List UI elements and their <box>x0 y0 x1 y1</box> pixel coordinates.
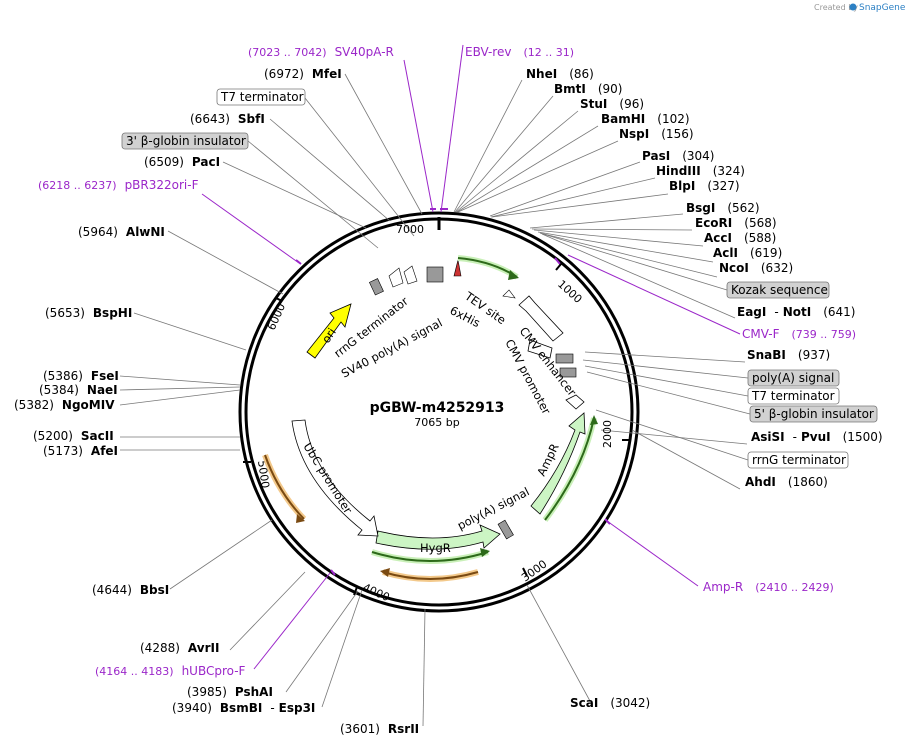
rrng-a <box>403 265 418 285</box>
tick-7000: 7000 <box>396 223 424 236</box>
svg-text:(6972)MfeI: (6972)MfeI <box>264 67 342 81</box>
tick-2000: 2000 <box>601 420 614 448</box>
polya-label: poly(A) signal <box>455 484 532 532</box>
svg-text:(6509)PacI: (6509)PacI <box>144 155 220 169</box>
site-leader-lines <box>119 73 748 727</box>
insulator3-block <box>369 278 384 296</box>
svg-text:AclI(619): AclI(619) <box>713 246 782 260</box>
svg-text:BmtI(90): BmtI(90) <box>554 82 623 96</box>
feature-leader-lines <box>247 97 751 461</box>
box-rrng: rrnG terminator <box>752 453 846 467</box>
svg-text:Amp-R(2410 .. 2429): Amp-R(2410 .. 2429) <box>703 580 834 594</box>
snapgene-logo-icon <box>849 3 857 11</box>
svg-text:ScaI(3042): ScaI(3042) <box>570 696 650 710</box>
primer-leader-lines <box>201 44 741 670</box>
tick-6000: 6000 <box>265 301 288 332</box>
svg-text:AhdI(1860): AhdI(1860) <box>745 475 828 489</box>
svg-text:(3985)PshAI: (3985)PshAI <box>187 685 273 699</box>
feature-boxes: Kozak sequence poly(A) signal T7 termina… <box>121 88 878 469</box>
svg-text:(4164 .. 4183)hUBCpro-F: (4164 .. 4183)hUBCpro-F <box>95 664 246 678</box>
hygr-feature <box>375 524 501 550</box>
plasmid-name: pGBW-m4252913 <box>370 400 505 416</box>
svg-text:(5653)BspHI: (5653)BspHI <box>45 306 132 320</box>
svg-text:(5386)FseI: (5386)FseI <box>43 369 119 383</box>
svg-text:NspI(156): NspI(156) <box>619 127 694 141</box>
ori-feature <box>306 303 352 359</box>
polya-top-block <box>555 353 574 364</box>
his-mark <box>453 259 462 277</box>
svg-text:(5382)NgoMIV: (5382)NgoMIV <box>14 398 115 412</box>
primer-marks <box>295 208 611 576</box>
ubc-feature <box>291 419 379 537</box>
credit-brand: SnapGene <box>859 3 906 13</box>
svg-text:SnaBI(937): SnaBI(937) <box>747 348 830 362</box>
svg-text:(5173)AfeI: (5173)AfeI <box>43 444 118 458</box>
svg-text:PasI(304): PasI(304) <box>642 149 714 163</box>
box-kozak: Kozak sequence <box>731 283 828 297</box>
svg-text:CMV-F(739 .. 759): CMV-F(739 .. 759) <box>742 327 856 341</box>
svg-text:EBV-rev(12 .. 31): EBV-rev(12 .. 31) <box>465 45 574 59</box>
svg-text:(3601)RsrII: (3601)RsrII <box>340 722 419 736</box>
svg-text:(7023 .. 7042)SV40pA-R: (7023 .. 7042)SV40pA-R <box>248 45 394 59</box>
box-t7-right: T7 terminator <box>751 389 835 403</box>
insulator5-block <box>559 367 577 378</box>
svg-text:BamHI(102): BamHI(102) <box>601 112 690 126</box>
svg-text:(4644)BbsI: (4644)BbsI <box>92 583 169 597</box>
svg-text:(5964)AlwNI: (5964)AlwNI <box>78 225 165 239</box>
ori-label: ori <box>319 325 339 345</box>
primer-labels: EBV-rev(12 .. 31) (7023 .. 7042)SV40pA-R… <box>38 45 856 678</box>
site-labels: NheI(86) BmtI(90) StuI(96) BamHI(102) Ns… <box>14 67 883 736</box>
polya-bottom-block <box>497 519 514 540</box>
svg-text:EcoRI(568): EcoRI(568) <box>695 216 777 230</box>
rrng-b <box>565 394 585 410</box>
svg-text:NheI(86): NheI(86) <box>526 67 594 81</box>
svg-text:StuI(96): StuI(96) <box>580 97 644 111</box>
ubc-label: UbC promoter <box>300 440 355 516</box>
sv40-block <box>426 266 444 283</box>
box-polya: poly(A) signal <box>752 371 834 385</box>
svg-text:(6218 .. 6237)pBR322ori-F: (6218 .. 6237)pBR322ori-F <box>38 178 199 192</box>
svg-text:NcoI(632): NcoI(632) <box>719 261 793 275</box>
svg-text:(6643)SbfI: (6643)SbfI <box>190 112 265 126</box>
svg-text:(5384)NaeI: (5384)NaeI <box>39 383 118 397</box>
svg-text:(5200)SacII: (5200)SacII <box>33 429 114 443</box>
svg-text:BsgI(562): BsgI(562) <box>686 201 760 215</box>
t7term-a <box>388 267 404 288</box>
hygr-label: HygR <box>420 541 451 555</box>
svg-text:EagI-NotI(641): EagI-NotI(641) <box>737 305 855 319</box>
credit-text: Created by <box>814 3 858 12</box>
svg-text:BlpI(327): BlpI(327) <box>669 179 740 193</box>
ampr-feature <box>530 412 586 515</box>
svg-text:(4288)AvrII: (4288)AvrII <box>140 641 219 655</box>
svg-text:AsiSI-PvuI(1500): AsiSI-PvuI(1500) <box>751 430 883 444</box>
svg-text:(3940)BsmBI-Esp3I: (3940)BsmBI-Esp3I <box>172 701 315 715</box>
box-5-globin: 5' β-globin insulator <box>754 407 874 421</box>
box-t7-left: T7 terminator <box>220 90 304 104</box>
svg-text:AccI(588): AccI(588) <box>704 231 776 245</box>
plasmid-length: 7065 bp <box>414 416 459 429</box>
box-3-globin: 3' β-globin insulator <box>126 134 246 148</box>
svg-text:HindIII(324): HindIII(324) <box>656 164 745 178</box>
